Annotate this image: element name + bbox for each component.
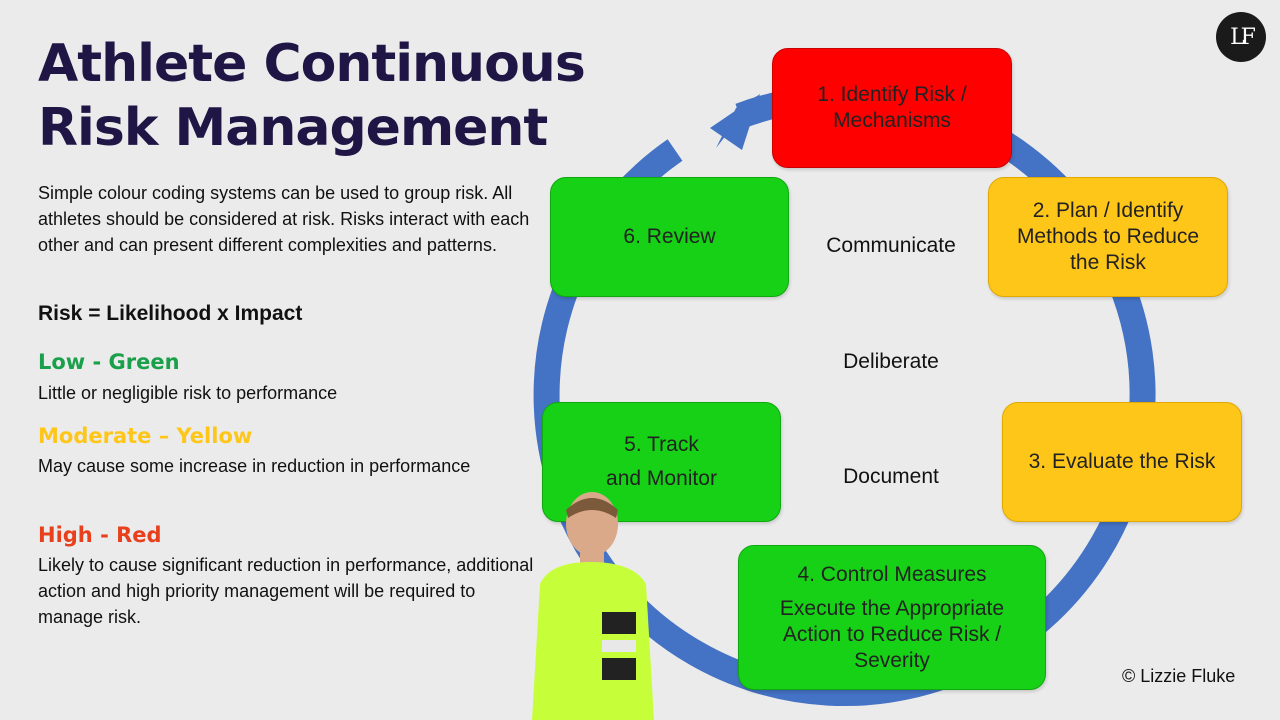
center-word-communicate: Communicate xyxy=(826,234,956,257)
step-1-identify-risk: 1. Identify Risk / Mechanisms xyxy=(772,48,1012,168)
step-1-line-1: 1. Identify Risk / xyxy=(817,83,967,106)
step-5-line-1: 5. Track xyxy=(624,433,699,456)
step-2-line-3: the Risk xyxy=(1070,251,1146,274)
title-line-1: Athlete Continuous xyxy=(38,34,586,94)
level-moderate-description: May cause some increase in reduction in … xyxy=(38,456,471,476)
step-6-review: 6. Review xyxy=(550,177,789,297)
step-1-line-2: Mechanisms xyxy=(833,109,951,132)
title-line-2: Risk Management xyxy=(38,98,548,158)
step-2-plan: 2. Plan / Identify Methods to Reduce the… xyxy=(988,177,1228,297)
step-4-control-measures: 4. Control Measures Execute the Appropri… xyxy=(738,545,1046,690)
step-4-line-3: Action to Reduce Risk / xyxy=(782,622,1002,646)
step-2-line-2: Methods to Reduce xyxy=(1016,225,1200,248)
risk-formula: Risk = Likelihood x Impact xyxy=(38,302,303,325)
intro-text: Simple colour coding systems can be used… xyxy=(38,183,530,255)
athlete-photo xyxy=(532,492,654,720)
center-word-document: Document xyxy=(843,465,939,488)
step-2-line-1: 2. Plan / Identify xyxy=(1032,199,1184,222)
step-6-line-1: 6. Review xyxy=(623,225,716,248)
step-3-evaluate: 3. Evaluate the Risk xyxy=(1002,402,1242,522)
step-3-line-1: 3. Evaluate the Risk xyxy=(1028,450,1216,473)
step-4-line-1: 4. Control Measures xyxy=(797,562,987,586)
center-word-deliberate: Deliberate xyxy=(843,350,939,373)
page-title: Athlete Continuous Risk Management xyxy=(38,32,598,160)
lf-logo: LF xyxy=(1216,12,1266,62)
step-4-line-2: Execute the Appropriate xyxy=(779,596,1005,620)
step-5-line-2: and Monitor xyxy=(606,467,717,490)
level-low-description: Little or negligible risk to performance xyxy=(38,383,338,403)
level-moderate-heading: Moderate – Yellow xyxy=(38,424,253,448)
copyright: © Lizzie Fluke xyxy=(1122,666,1236,686)
level-high-description: Likely to cause significant reduction in… xyxy=(38,555,534,627)
level-low-heading: Low - Green xyxy=(38,350,180,374)
cycle-arrowhead-icon-fill xyxy=(710,94,760,150)
step-4-line-4: Severity xyxy=(854,648,930,672)
level-high-heading: High - Red xyxy=(38,523,162,547)
